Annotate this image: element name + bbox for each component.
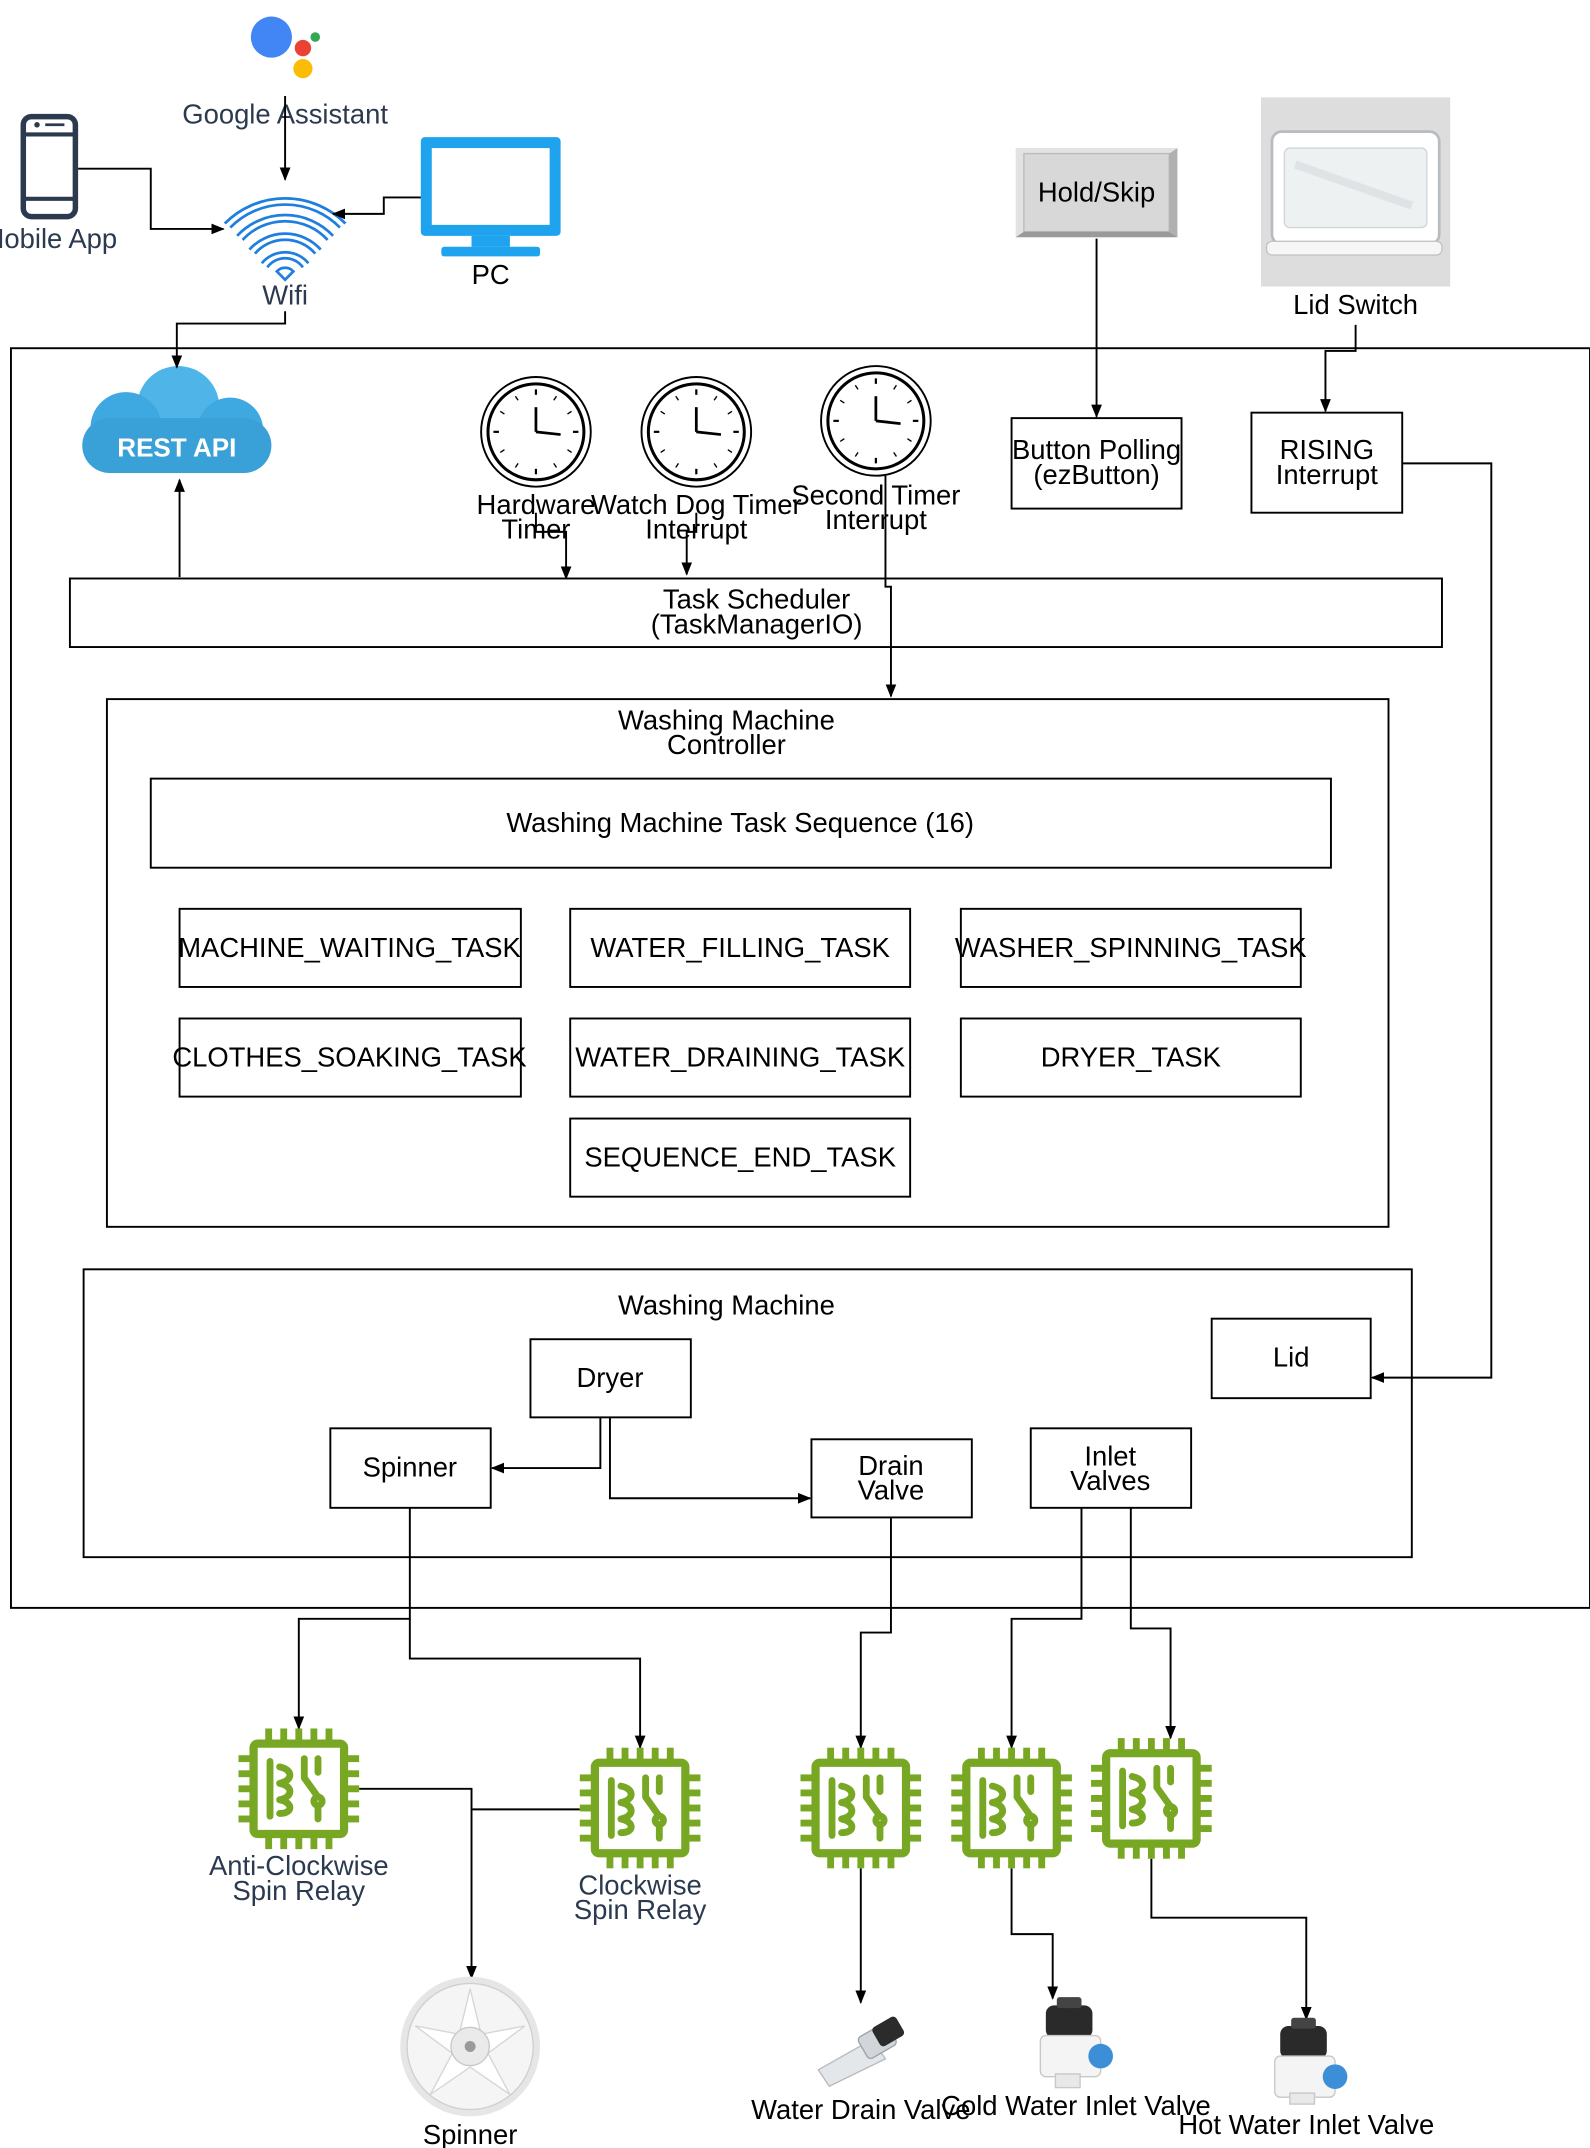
- drain-valve-sublabel: Valve: [858, 1475, 925, 1506]
- task-label: MACHINE_WAITING_TASK: [178, 932, 521, 963]
- clockwise-relay-label: Clockwise Spin Relay: [574, 1869, 707, 1925]
- task-label: WATER_FILLING_TASK: [590, 932, 890, 963]
- task-label: WASHER_SPINNING_TASK: [955, 932, 1307, 963]
- lid-label: Lid: [1273, 1342, 1310, 1373]
- task-node: [178, 1017, 522, 1098]
- edge-mobile-to-wifi: [78, 167, 225, 235]
- washing-machine-container: [82, 1268, 1413, 1559]
- wifi-icon: [223, 197, 347, 282]
- edge-spinner-to-clockwise-relay: [408, 1618, 646, 1750]
- hold-skip-button: [1015, 148, 1178, 238]
- button-polling-node: [1010, 417, 1183, 510]
- lid-switch-label: Lid Switch: [1293, 289, 1418, 320]
- task-node: [569, 1017, 912, 1098]
- drain-relay-icon: [800, 1748, 921, 1869]
- rest-api-cloud: [82, 366, 272, 473]
- drain-valve-label: Drain: [858, 1450, 924, 1481]
- hot-water-inlet-valve-label: Hot Water Inlet Valve: [1178, 2109, 1434, 2140]
- edge-inlet-to-cold-relay: [1006, 1507, 1083, 1750]
- second-timer-label: Second Timer Interrupt: [791, 479, 960, 535]
- lid-node: [1210, 1317, 1372, 1400]
- edge-relay-to-cold-water-valve: [1010, 1868, 1059, 2000]
- inlet-valves-node: [1029, 1427, 1193, 1509]
- button-polling-label: Button Polling: [1012, 434, 1181, 465]
- rising-interrupt-label: RISING: [1280, 434, 1374, 465]
- hot-water-inlet-valve-photo: [1274, 2017, 1348, 2105]
- rest-api-label: REST API: [117, 433, 236, 463]
- edge-watchdog-to-scheduler: [681, 512, 698, 576]
- anticlockwise-spin-relay-icon: [239, 1729, 360, 1850]
- task-node: [178, 907, 522, 988]
- edge-hardware-timer-to-scheduler: [534, 512, 572, 580]
- task-node: [569, 1117, 912, 1198]
- svg-text:Interrupt: Interrupt: [825, 504, 927, 535]
- svg-text:Clockwise: Clockwise: [578, 1869, 701, 1900]
- task-scheduler-label: Task Scheduler: [663, 584, 850, 615]
- svg-text:Anti-Clockwise: Anti-Clockwise: [209, 1850, 389, 1881]
- lid-switch-photo: [1261, 97, 1451, 287]
- controller-title: Washing Machine: [618, 704, 835, 735]
- task-node: [569, 907, 912, 988]
- controller-subtitle: Controller: [667, 729, 786, 760]
- edge-dryer-to-spinner: [490, 1417, 602, 1474]
- edge-spinner-to-anticlockwise-relay: [293, 1507, 411, 1730]
- water-drain-valve-label: Water Drain Valve: [751, 2094, 970, 2125]
- svg-text:Spin Relay: Spin Relay: [574, 1894, 707, 1925]
- edge-lid-switch-to-rising: [1320, 324, 1357, 413]
- wifi-label: Wifi: [262, 279, 308, 310]
- task-label: CLOTHES_SOAKING_TASK: [172, 1041, 526, 1072]
- task-label: WATER_DRAINING_TASK: [575, 1041, 905, 1072]
- inlet-valves-label: Inlet: [1084, 1440, 1136, 1471]
- edge-inlet-to-hot-relay: [1129, 1507, 1176, 1740]
- second-timer-clock-icon: [819, 364, 933, 478]
- edge-dryer-to-drain-valve: [608, 1417, 812, 1504]
- rising-interrupt-sublabel: Interrupt: [1276, 459, 1378, 490]
- water-drain-valve-photo: [817, 2016, 905, 2088]
- cold-water-relay-icon: [951, 1748, 1072, 1869]
- anticlockwise-relay-label: Anti-Clockwise Spin Relay: [209, 1850, 389, 1906]
- svg-text:Spin Relay: Spin Relay: [233, 1875, 366, 1906]
- task-node: [959, 1017, 1302, 1098]
- hardware-timer-clock-icon: [479, 375, 593, 489]
- edge-relay-to-hot-water-valve: [1150, 1858, 1312, 2021]
- edge-pc-to-wifi: [331, 196, 421, 220]
- cold-water-inlet-valve-label: Cold Water Inlet Valve: [941, 2090, 1211, 2121]
- spinner-label: Spinner: [363, 1451, 457, 1482]
- task-scheduler-node: [68, 577, 1443, 648]
- hot-water-relay-icon: [1091, 1738, 1212, 1859]
- edge-wifi-to-rest-api: [171, 311, 287, 369]
- hold-skip-label: Hold/Skip: [1038, 177, 1155, 208]
- pc-label: PC: [472, 259, 510, 290]
- button-polling-sublabel: (ezButton): [1033, 459, 1159, 490]
- edge-second-timer-to-controller: [884, 475, 897, 698]
- system-boundary: [10, 347, 1590, 1609]
- task-label: DRYER_TASK: [1041, 1041, 1221, 1072]
- task-scheduler-sublabel: (TaskManagerIO): [651, 608, 863, 639]
- svg-text:Second Timer: Second Timer: [791, 479, 960, 510]
- task-sequence-label: Washing Machine Task Sequence (16): [506, 807, 974, 838]
- cold-water-inlet-valve-photo: [1039, 1997, 1113, 2089]
- edge-anticlockwise-relay-to-spinner: [359, 1787, 477, 1980]
- mobile-app-label: Mobile App: [0, 223, 117, 254]
- task-sequence-node: [149, 777, 1332, 869]
- rising-interrupt-node: [1250, 411, 1404, 514]
- watchdog-timer-clock-icon: [639, 375, 753, 489]
- clockwise-spin-relay-icon: [580, 1748, 701, 1869]
- task-node: [959, 907, 1302, 988]
- edge-drain-valve-to-relay: [855, 1517, 892, 1750]
- drain-valve-node: [810, 1438, 973, 1519]
- inlet-valves-sublabel: Valves: [1070, 1465, 1150, 1496]
- google-assistant-icon: [250, 16, 321, 79]
- spinner-hardware-label: Spinner: [423, 2119, 517, 2148]
- controller-container: [105, 698, 1390, 1228]
- edge-rising-to-lid: [1370, 462, 1493, 1383]
- dryer-label: Dryer: [576, 1362, 643, 1393]
- washing-machine-title: Washing Machine: [618, 1290, 835, 1321]
- task-label: SEQUENCE_END_TASK: [584, 1142, 896, 1173]
- spinner-pulsator-photo: [400, 1976, 541, 2117]
- mobile-phone-icon: [20, 113, 79, 220]
- pc-monitor-icon: [420, 137, 561, 257]
